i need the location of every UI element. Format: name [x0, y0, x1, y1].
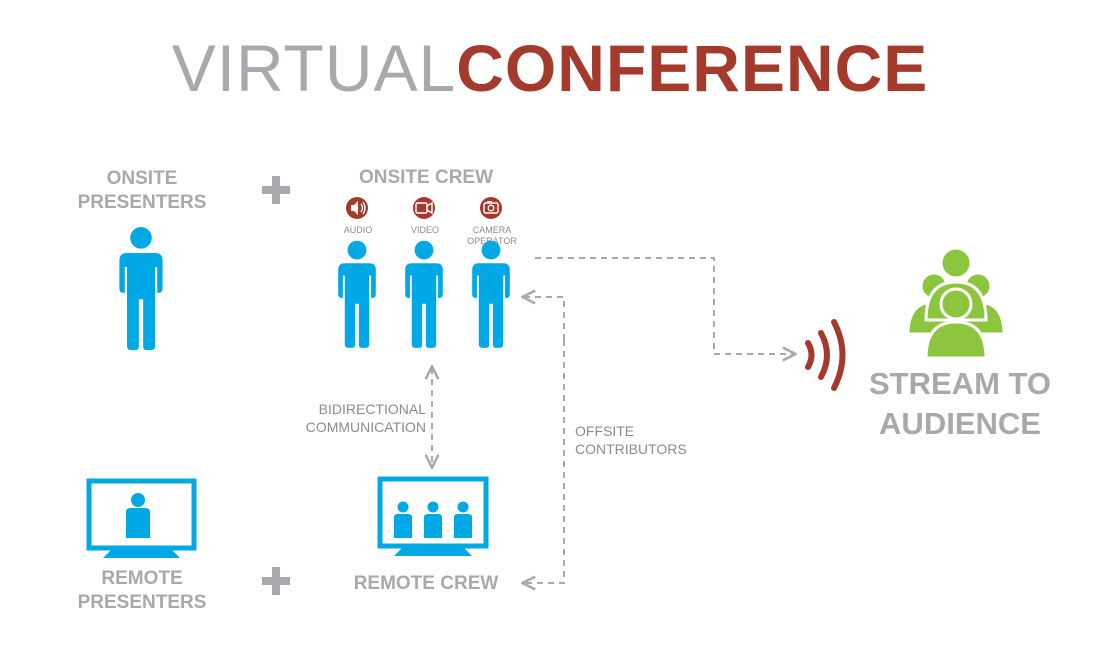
offsite-contributors-note: OFFSITE CONTRIBUTORS	[575, 423, 687, 457]
camera-operator-person-icon	[472, 240, 510, 348]
video-camera-icon	[413, 197, 435, 219]
video-crew-person-icon	[405, 240, 443, 348]
stream-to-audience-label: STREAM TO AUDIENCE	[869, 366, 1051, 441]
title-conference: CONFERENCE	[456, 31, 929, 105]
audience-group-icon	[906, 246, 1006, 360]
signal-icon	[805, 319, 846, 391]
video-label: VIDEO	[410, 225, 439, 235]
remote-presenter-monitor-icon	[86, 478, 197, 558]
audio-crew-person-icon	[338, 240, 376, 348]
bidirectional-note: BIDIRECTIONAL COMMUNICATION	[305, 401, 426, 435]
offsite-to-remote-arrow	[524, 340, 565, 583]
remote-crew-monitor-icon	[377, 476, 489, 556]
page-title: VIRTUALCONFERENCE	[0, 30, 1100, 106]
onsite-presenters-label: ONSITE PRESENTERS	[77, 168, 207, 213]
audio-label: AUDIO	[343, 225, 373, 235]
plus-icon-bottom	[262, 567, 290, 595]
onsite-crew-label: ONSITE CREW	[358, 167, 494, 188]
title-virtual: VIRTUAL	[171, 31, 457, 105]
stream-arrow	[535, 257, 794, 354]
onsite-presenter-person-icon	[119, 227, 163, 351]
offsite-to-crew-arrow	[524, 297, 565, 340]
plus-icon-top	[262, 176, 290, 204]
remote-crew-label: REMOTE CREW	[353, 573, 499, 594]
photo-camera-icon	[480, 197, 502, 219]
speaker-icon	[346, 197, 368, 219]
remote-presenters-label: REMOTE PRESENTERS	[77, 568, 207, 613]
